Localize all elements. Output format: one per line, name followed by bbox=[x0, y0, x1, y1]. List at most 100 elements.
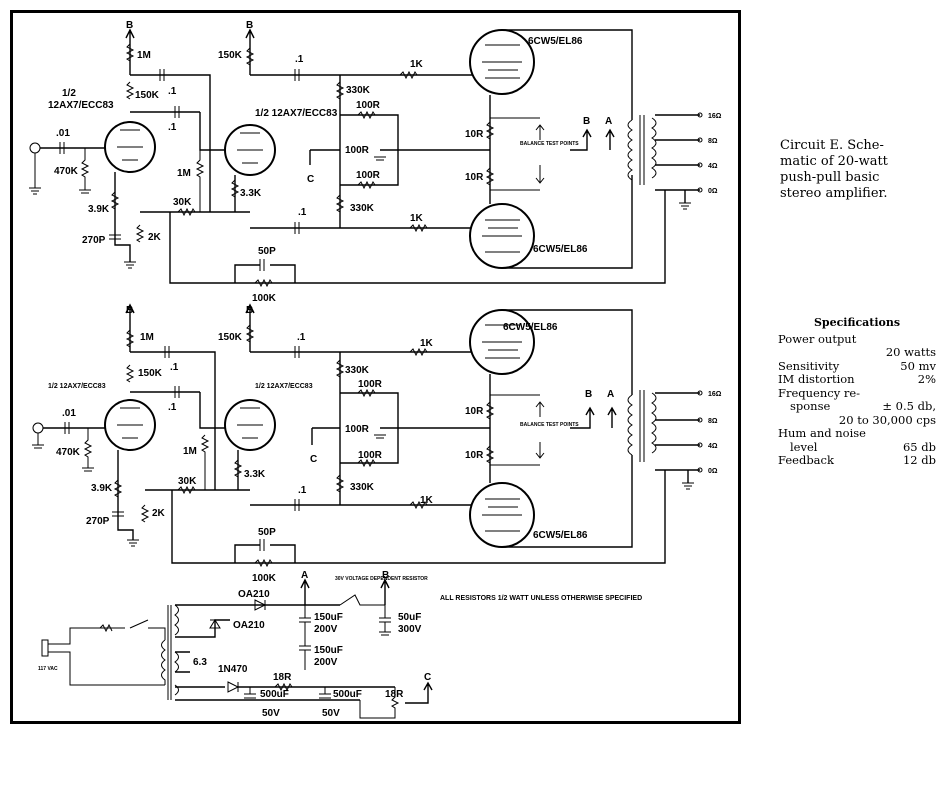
ch1-tube1-type: 12AX7/ECC83 bbox=[48, 100, 114, 111]
ch2-tap-0: 0Ω bbox=[708, 468, 718, 475]
specs-row: 20 watts bbox=[778, 345, 936, 360]
ch2-r-330k-top: 330K bbox=[345, 365, 370, 376]
mains-plug-icon bbox=[41, 639, 58, 657]
ch2-c-bot: .1 bbox=[298, 485, 307, 496]
ch1-tap-0: 0Ω bbox=[708, 188, 718, 195]
ch2-r-2k: 2K bbox=[152, 508, 166, 519]
ch1-r-150k-b: 150K bbox=[218, 50, 243, 61]
ch2-r-cath: 3.9K bbox=[91, 483, 113, 494]
psu-c3: 50uF bbox=[398, 612, 421, 623]
psu-c4v: 50V bbox=[262, 708, 280, 719]
ch2-b2-label: B bbox=[246, 305, 253, 316]
ch2-c-in: .01 bbox=[62, 408, 76, 419]
psu-c1: 150uF bbox=[314, 612, 343, 623]
specs-row: Power output bbox=[778, 331, 936, 347]
channel-2: B B 1M 150K 150K 1/2 12AX7/ECC83 1/2 12A… bbox=[32, 303, 722, 584]
caption-line-3: push-pull basic bbox=[780, 170, 880, 185]
ch1-r-1k-bot: 1K bbox=[410, 213, 424, 224]
diode-oa210-2-icon bbox=[209, 619, 221, 629]
psu-c3v: 300V bbox=[398, 624, 422, 635]
ch2-b-out: B bbox=[585, 389, 592, 400]
ch1-c-b: .1 bbox=[168, 122, 177, 133]
psu-b: B bbox=[382, 570, 389, 581]
ch2-r-in: 470K bbox=[56, 447, 81, 458]
psu-c1v: 200V bbox=[314, 624, 338, 635]
ch2-r-150k-b: 150K bbox=[218, 332, 243, 343]
psu-c2v: 200V bbox=[314, 657, 338, 668]
spec-value: 20 to 30,000 cps bbox=[838, 412, 936, 427]
psu-heater: 6.3 bbox=[193, 657, 207, 668]
ch1-r-10r-top: 10R bbox=[465, 129, 484, 140]
ch2-r-fb: 100K bbox=[252, 573, 277, 584]
ch2-r-1k-top: 1K bbox=[420, 338, 434, 349]
spec-label: Frequency re- bbox=[778, 385, 861, 400]
caption-line-1: Circuit E. Sche- bbox=[780, 138, 884, 153]
ch1-r-in: 470K bbox=[54, 166, 79, 177]
ch2-c-fb: 50P bbox=[258, 527, 276, 538]
psu-d3: 1N470 bbox=[218, 664, 248, 675]
ch1-a-out: A bbox=[605, 116, 612, 127]
specs-row: Frequency re- bbox=[778, 385, 936, 401]
spec-label: Hum and noise bbox=[778, 426, 866, 440]
ch2-c-top: .1 bbox=[297, 332, 306, 343]
specs-row: Hum and noise bbox=[778, 426, 936, 441]
specs-title: Specifications bbox=[813, 316, 901, 329]
spec-label: sponse bbox=[790, 399, 831, 413]
spec-label: Sensitivity bbox=[778, 358, 840, 373]
ch2-tube2-type: 1/2 12AX7/ECC83 bbox=[255, 383, 313, 390]
caption-line-4: stereo amplifier. bbox=[780, 186, 888, 201]
ch1-r-fb: 100K bbox=[252, 293, 277, 304]
ch1-c-label: C bbox=[307, 174, 314, 185]
ch2-tap-4: 4Ω bbox=[708, 443, 718, 450]
ch2-r-10r-top: 10R bbox=[465, 406, 484, 417]
specs-row: sponse ± 0.5 db, bbox=[778, 399, 936, 414]
ch1-r-10r-bot: 10R bbox=[465, 172, 484, 183]
ch1-r-2k: 2K bbox=[148, 232, 162, 243]
ch1-c-a: .1 bbox=[168, 86, 177, 97]
spec-label: level bbox=[790, 439, 818, 454]
specs-row: level 65 db bbox=[778, 439, 936, 455]
fuse-icon bbox=[99, 623, 113, 633]
channel-1: B B 1M 150K 150K 1/2 12AX7/ECC83 1/2 12A… bbox=[29, 20, 722, 304]
psu-c2: 150uF bbox=[314, 645, 343, 656]
specifications-table: Specifications Power output 20 watts Sen… bbox=[778, 316, 936, 468]
ch2-r-30k: 30K bbox=[178, 476, 197, 487]
ch2-r-1k-bot: 1K bbox=[420, 495, 434, 506]
ch1-r-330k-bot: 330K bbox=[350, 203, 375, 214]
spec-value: ± 0.5 db, bbox=[882, 399, 936, 413]
ch2-r-10r-bot: 10R bbox=[465, 450, 484, 461]
ch1-r-330k-top: 330K bbox=[346, 85, 371, 96]
ch2-c-cath: 270P bbox=[86, 516, 110, 527]
diode-1n470-icon bbox=[227, 681, 240, 693]
psu-note: ALL RESISTORS 1/2 WATT UNLESS OTHERWISE … bbox=[440, 595, 642, 602]
mains-label: 117 VAC bbox=[38, 666, 58, 672]
ch2-tube-bot-label: 6CW5/EL86 bbox=[533, 530, 588, 541]
psu-vdr: 30V VOLTAGE DEPENDENT RESISTOR bbox=[335, 576, 428, 582]
ch1-r-30k: 30K bbox=[173, 197, 192, 208]
psu-c5: 500uF bbox=[333, 689, 362, 700]
spec-value: 65 db bbox=[902, 439, 936, 454]
ch1-c-cath: 270P bbox=[82, 235, 106, 246]
ch1-tube2-type: 1/2 12AX7/ECC83 bbox=[255, 108, 338, 119]
psu-d2: OA210 bbox=[233, 620, 265, 631]
ch2-r-100r-mid: 100R bbox=[345, 424, 370, 435]
ch2-c-label: C bbox=[310, 454, 317, 465]
psu-c4: 500uF bbox=[260, 689, 289, 700]
ch1-r-1k-top: 1K bbox=[410, 59, 424, 70]
ch1-c-fb: 50P bbox=[258, 246, 276, 257]
ch1-tap-4: 4Ω bbox=[708, 163, 718, 170]
psu-c: C bbox=[424, 672, 431, 683]
ch2-r-330k-bot: 330K bbox=[350, 482, 375, 493]
ch2-b-label: B bbox=[126, 305, 133, 316]
ch1-tap-16: 16Ω bbox=[708, 113, 722, 120]
spec-label: Power output bbox=[778, 331, 857, 346]
ch2-r-150k-a: 150K bbox=[138, 368, 163, 379]
ch1-input-jack bbox=[29, 142, 41, 154]
psu-r1: 18R bbox=[273, 672, 292, 683]
ch2-a-out: A bbox=[607, 389, 614, 400]
ch2-c-a: .1 bbox=[170, 362, 179, 373]
